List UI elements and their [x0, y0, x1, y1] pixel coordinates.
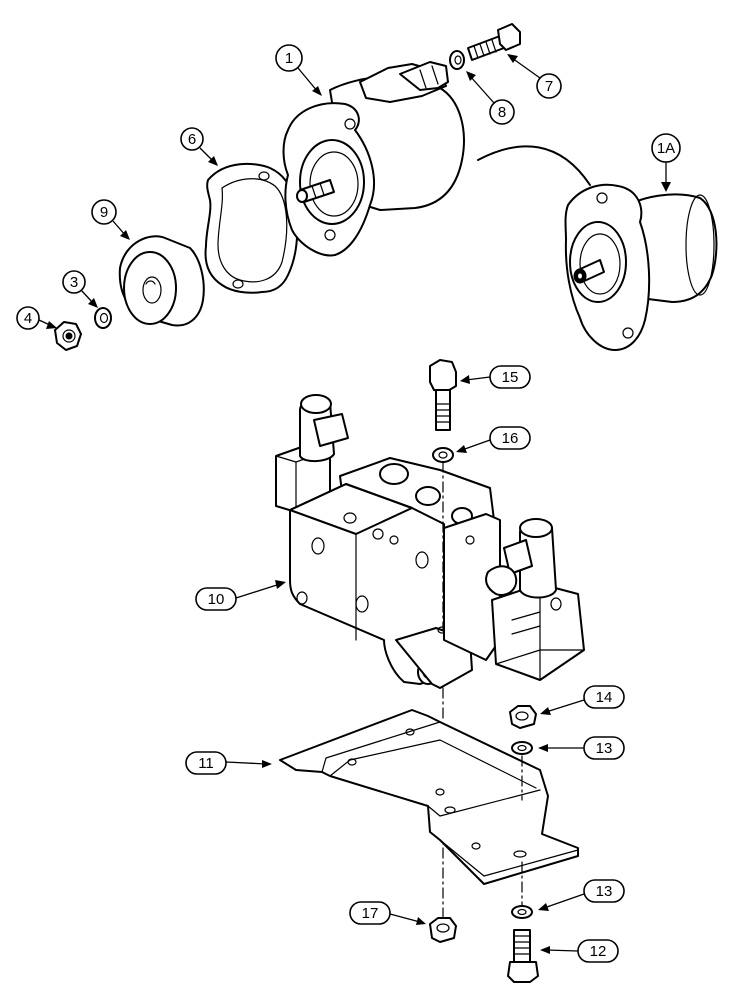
callout-14-label: 14 — [596, 689, 613, 706]
callout-3: 3 — [62, 270, 98, 308]
alternate-part-curve — [477, 145, 591, 186]
callout-8-label: 8 — [498, 104, 506, 121]
callout-1-label: 1 — [285, 50, 293, 67]
callout-3-label: 3 — [70, 274, 78, 291]
callout-16: 16 — [456, 426, 531, 453]
callout-1: 1 — [275, 44, 322, 96]
part-10-valve-block — [275, 394, 585, 689]
callout-11: 11 — [185, 751, 272, 775]
callout-4: 4 — [16, 306, 57, 330]
part-1-pump — [282, 61, 465, 257]
callout-6: 6 — [180, 127, 218, 166]
part-11-bracket — [279, 709, 579, 885]
part-13-washer-upper — [511, 741, 533, 755]
part-9-pulley — [118, 235, 205, 327]
part-3-washer — [94, 307, 112, 329]
callout-13-upper: 13 — [538, 736, 625, 760]
callout-8: 8 — [466, 71, 515, 125]
part-8-washer — [449, 50, 465, 70]
callout-1A-label: 1A — [657, 140, 675, 157]
callout-17-label: 17 — [362, 905, 379, 922]
callout-13-upper-label: 13 — [596, 740, 613, 757]
callout-6-label: 6 — [188, 131, 196, 148]
callout-15-label: 15 — [502, 369, 519, 386]
part-14-nut — [509, 705, 537, 729]
callout-15: 15 — [460, 365, 531, 389]
part-17-nut — [429, 917, 457, 943]
callout-12: 12 — [540, 939, 619, 963]
callout-13-lower-label: 13 — [596, 883, 613, 900]
part-15-bolt — [429, 359, 457, 431]
part-7-bolt — [467, 23, 521, 61]
callout-1A: 1A — [651, 133, 681, 192]
callout-10: 10 — [195, 580, 286, 611]
callout-16-label: 16 — [502, 430, 519, 447]
callout-17: 17 — [349, 901, 426, 925]
part-1A-pump — [564, 183, 718, 351]
part-16-washer — [432, 447, 454, 463]
callout-7-label: 7 — [545, 78, 553, 95]
callout-4-label: 4 — [24, 310, 32, 327]
callout-9: 9 — [91, 199, 130, 240]
part-13-washer-lower — [511, 905, 533, 919]
callout-14: 14 — [540, 685, 625, 715]
callout-13-lower: 13 — [538, 879, 625, 911]
part-6-gasket — [204, 162, 299, 294]
callout-9-label: 9 — [100, 204, 108, 221]
part-12-bolt — [507, 929, 539, 983]
callout-7: 7 — [507, 54, 562, 99]
callout-10-label: 10 — [208, 591, 225, 608]
callout-11-label: 11 — [198, 755, 214, 772]
part-4-nut — [54, 321, 82, 351]
callout-12-label: 12 — [590, 943, 607, 960]
